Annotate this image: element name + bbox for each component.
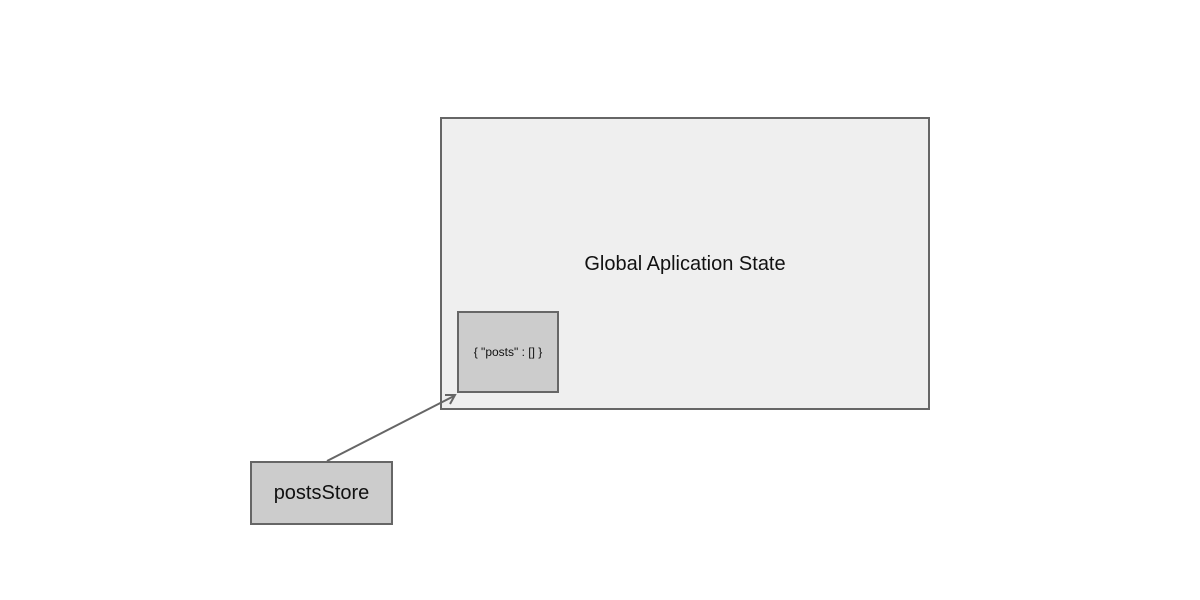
posts-store-label: postsStore [273, 481, 370, 504]
global-application-state-label: Global Aplication State [584, 253, 786, 275]
posts-object-box: { "posts" : [] } [457, 311, 559, 393]
posts-store-to-state-arrow [326, 395, 455, 462]
posts-object-label: { "posts" : [] } [473, 345, 543, 359]
posts-store-box: postsStore [250, 461, 393, 525]
